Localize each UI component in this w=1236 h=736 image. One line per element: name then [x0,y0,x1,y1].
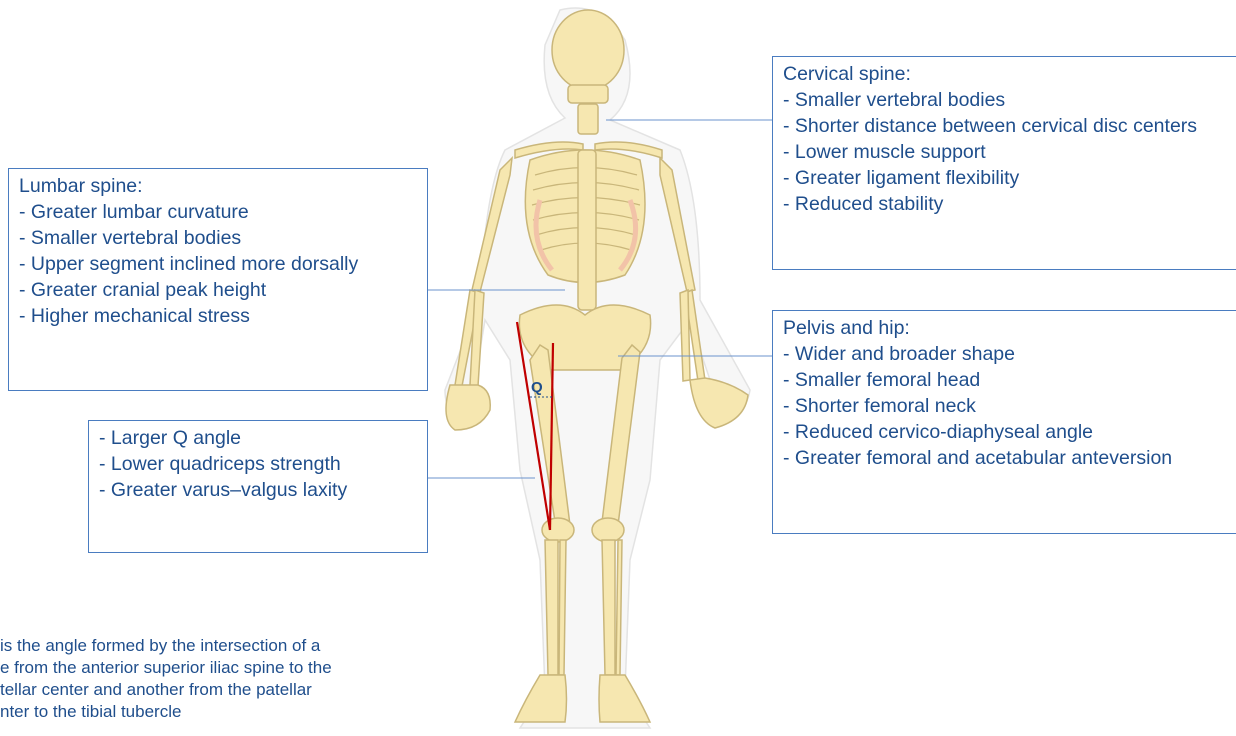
q-angle-label: Q [531,379,543,396]
spine [578,150,596,310]
list-item: Shorter distance between cervical disc c… [783,113,1231,139]
list-item: Smaller vertebral bodies [19,225,417,251]
footnote-line: is the angle formed by the intersection … [0,635,462,657]
list-item: Reduced stability [783,191,1231,217]
list-item: Larger Q angle [99,425,417,451]
lumbar-title: Lumbar spine: [19,173,417,199]
pelvis-list: Wider and broader shape Smaller femoral … [783,341,1231,471]
footnote-line: nter to the tibial tubercle [0,701,462,723]
list-item: Greater ligament flexibility [783,165,1231,191]
cervical-title: Cervical spine: [783,61,1231,87]
list-item: Wider and broader shape [783,341,1231,367]
list-item: Greater femoral and acetabular anteversi… [783,445,1231,471]
lumbar-list: Greater lumbar curvature Smaller vertebr… [19,199,417,329]
list-item: Smaller vertebral bodies [783,87,1231,113]
pelvis-hip-box: Pelvis and hip: Wider and broader shape … [772,310,1236,534]
q-angle-footnote: is the angle formed by the intersection … [0,635,462,723]
pelvis-title: Pelvis and hip: [783,315,1231,341]
list-item: Shorter femoral neck [783,393,1231,419]
list-item: Smaller femoral head [783,367,1231,393]
list-item: Lower quadriceps strength [99,451,417,477]
list-item: Greater lumbar curvature [19,199,417,225]
list-item: Higher mechanical stress [19,303,417,329]
list-item: Upper segment inclined more dorsally [19,251,417,277]
skull [552,10,624,90]
knee-box: Larger Q angle Lower quadriceps strength… [88,420,428,553]
list-item: Lower muscle support [783,139,1231,165]
list-item: Reduced cervico-diaphyseal angle [783,419,1231,445]
list-item: Greater varus–valgus laxity [99,477,417,503]
lumbar-spine-box: Lumbar spine: Greater lumbar curvature S… [8,168,428,391]
cervical-list: Smaller vertebral bodies Shorter distanc… [783,87,1231,217]
cervical-spine-box: Cervical spine: Smaller vertebral bodies… [772,56,1236,270]
knee-list: Larger Q angle Lower quadriceps strength… [99,425,417,503]
footnote-line: tellar center and another from the patel… [0,679,462,701]
footnote-line: e from the anterior superior iliac spine… [0,657,462,679]
list-item: Greater cranial peak height [19,277,417,303]
